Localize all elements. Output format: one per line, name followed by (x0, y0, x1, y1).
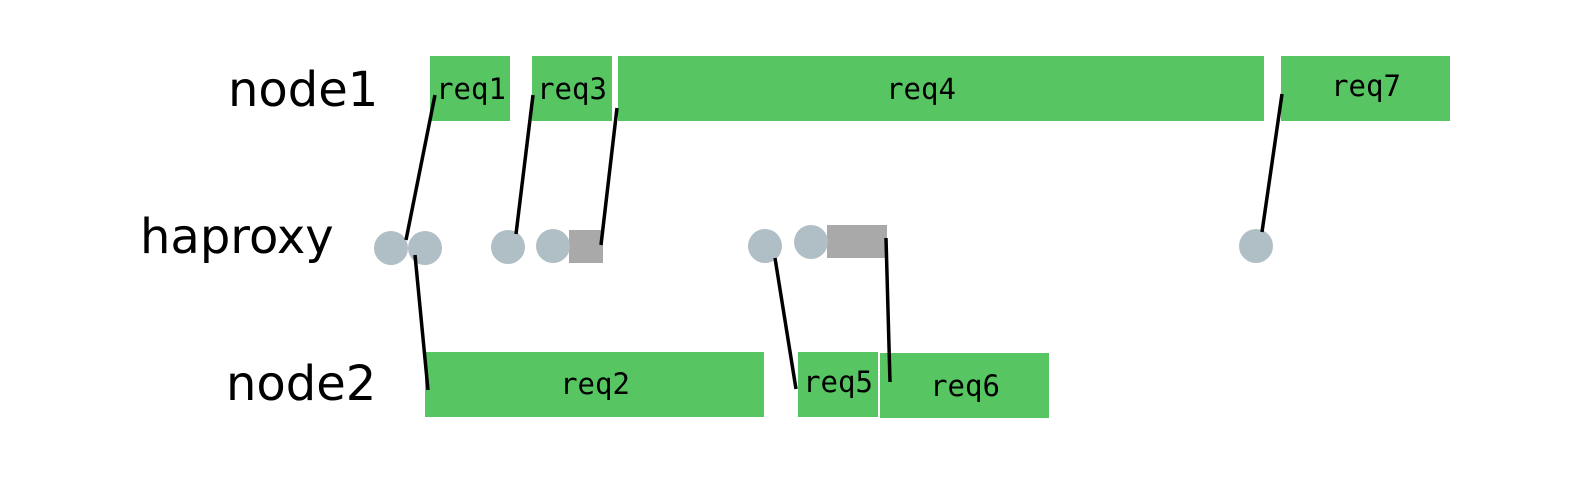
connector-req3 (514, 94, 535, 235)
req7-bar (1281, 56, 1450, 121)
request-req5: req5 (798, 352, 878, 417)
req3-bar (532, 56, 612, 121)
row-label-node1: node1 (228, 62, 378, 118)
req1-bar (430, 56, 510, 121)
request-req6: req6 (880, 353, 1049, 418)
haproxy-wait-box-1 (569, 230, 603, 263)
connector-req4 (599, 107, 619, 246)
req1-label: req1 (436, 72, 506, 106)
req2-label: req2 (560, 367, 630, 401)
req5-bar (798, 352, 878, 417)
req4-label: req4 (886, 72, 956, 106)
connector-req5 (773, 257, 798, 390)
row-label-haproxy: haproxy (140, 209, 334, 265)
haproxy-event-dot-3 (491, 230, 525, 264)
haproxy-event-dot-5 (748, 229, 782, 263)
request-req3: req3 (532, 56, 612, 121)
req6-label: req6 (930, 369, 1000, 403)
connector-req1 (404, 94, 437, 241)
req7-label: req7 (1331, 69, 1401, 103)
haproxy-event-dot-7 (1239, 229, 1273, 263)
haproxy-wait-box-2 (827, 225, 887, 258)
request-req1: req1 (430, 56, 510, 121)
row-label-node2: node2 (226, 356, 376, 412)
connector-req7 (1260, 93, 1284, 233)
haproxy-event-dot-4 (536, 229, 570, 263)
req3-label: req3 (537, 72, 607, 106)
haproxy-event-dot-2 (408, 231, 442, 265)
connector-req2 (413, 254, 430, 391)
req5-label: req5 (803, 365, 873, 399)
request-req2: req2 (425, 352, 764, 417)
connector-req6 (884, 237, 892, 383)
req4-bar (618, 56, 1264, 121)
haproxy-event-dot-1 (374, 231, 408, 265)
haproxy-event-dot-6 (794, 225, 828, 259)
req2-bar (425, 352, 764, 417)
req6-bar (880, 353, 1049, 418)
request-req4: req4 (618, 56, 1264, 121)
request-req7: req7 (1281, 56, 1450, 121)
